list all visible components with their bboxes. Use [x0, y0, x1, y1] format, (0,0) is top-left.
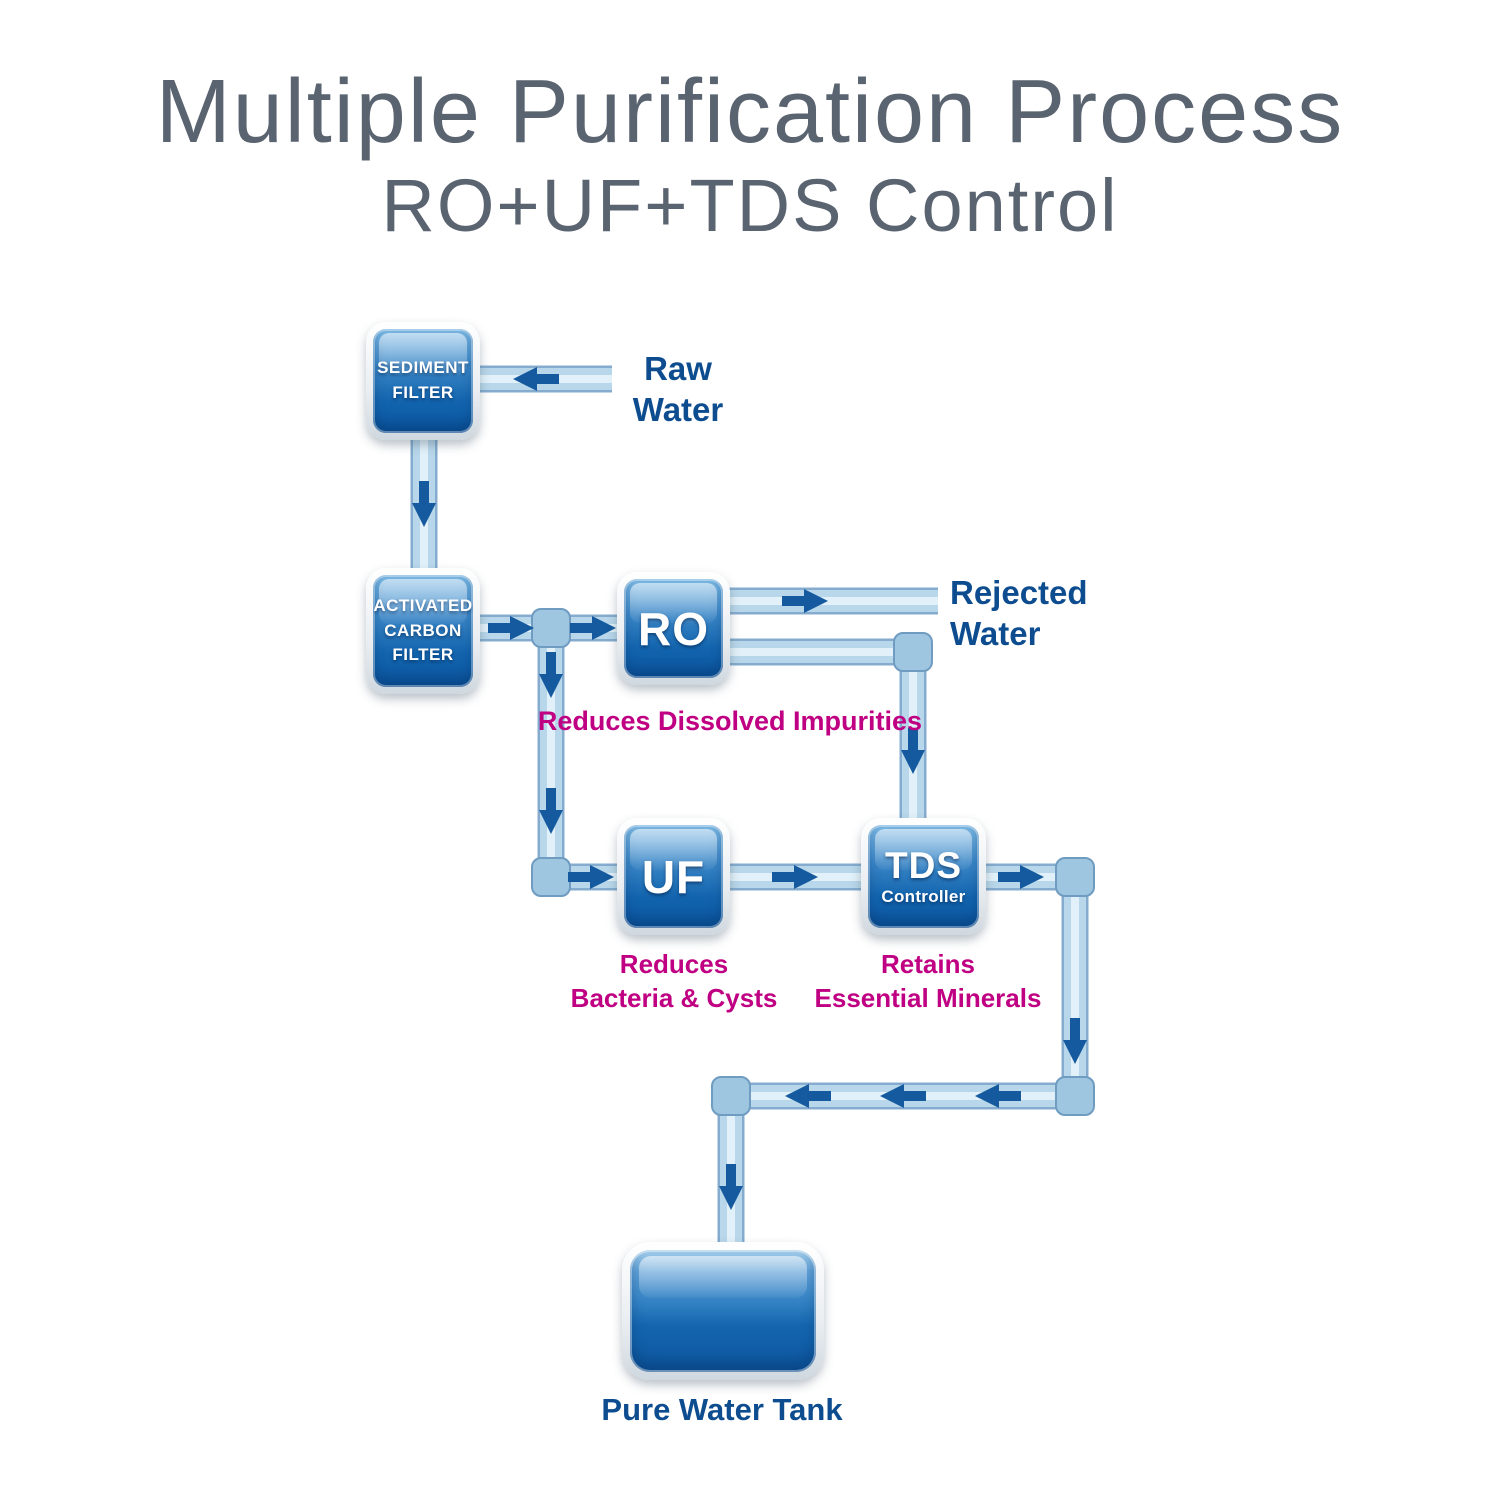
pipe-outlines: [424, 379, 1075, 1246]
tds-controller-node: TDS Controller: [861, 818, 986, 935]
uf-node: UF: [617, 818, 730, 935]
pure-water-tank-body: [630, 1250, 816, 1372]
carbon-filter-label-3: FILTER: [392, 645, 454, 665]
pipe-highlights: [424, 379, 1075, 1246]
pipe-joint: [531, 608, 571, 648]
sediment-filter-label-2: FILTER: [392, 383, 454, 402]
page-title: Multiple Purification Process RO+UF+TDS …: [0, 62, 1500, 248]
pipe-junction-to-uf: [551, 628, 620, 877]
tds-sublabel: Controller: [881, 886, 966, 906]
pure-water-tank: [622, 1242, 824, 1380]
sediment-filter-node: SEDIMENT FILTER: [366, 322, 480, 440]
activated-carbon-filter-node: ACTIVATED CARBON FILTER: [366, 568, 480, 694]
carbon-filter-label-2: CARBON: [384, 620, 462, 640]
title-line-1: Multiple Purification Process: [155, 62, 1345, 162]
pure-water-tank-label: Pure Water Tank: [601, 1392, 843, 1427]
title-line-2: RO+UF+TDS Control: [381, 163, 1119, 247]
pipe-joint: [711, 1076, 751, 1116]
uf-label: UF: [641, 850, 706, 903]
pipe-joint: [893, 632, 933, 672]
pipe-joint: [531, 857, 571, 897]
pipe-joint: [1055, 1076, 1095, 1116]
uf-caption: Reduces Bacteria & Cysts: [570, 949, 778, 1013]
sediment-filter-label-1: SEDIMENT: [377, 358, 469, 378]
tds-caption: Retains Essential Minerals: [814, 949, 1042, 1013]
ro-node: RO: [617, 572, 730, 685]
carbon-filter-label-1: ACTIVATED: [373, 596, 473, 616]
rejected-water-label: Rejected Water: [950, 574, 1088, 653]
raw-water-label: Raw Water: [632, 350, 724, 429]
pipe-bodies: [424, 379, 1075, 1246]
ro-caption: Reduces Dissolved Impurities: [537, 706, 923, 736]
ro-label: RO: [638, 602, 709, 655]
tds-label: TDS: [885, 844, 962, 886]
pipe-joint: [1055, 857, 1095, 897]
